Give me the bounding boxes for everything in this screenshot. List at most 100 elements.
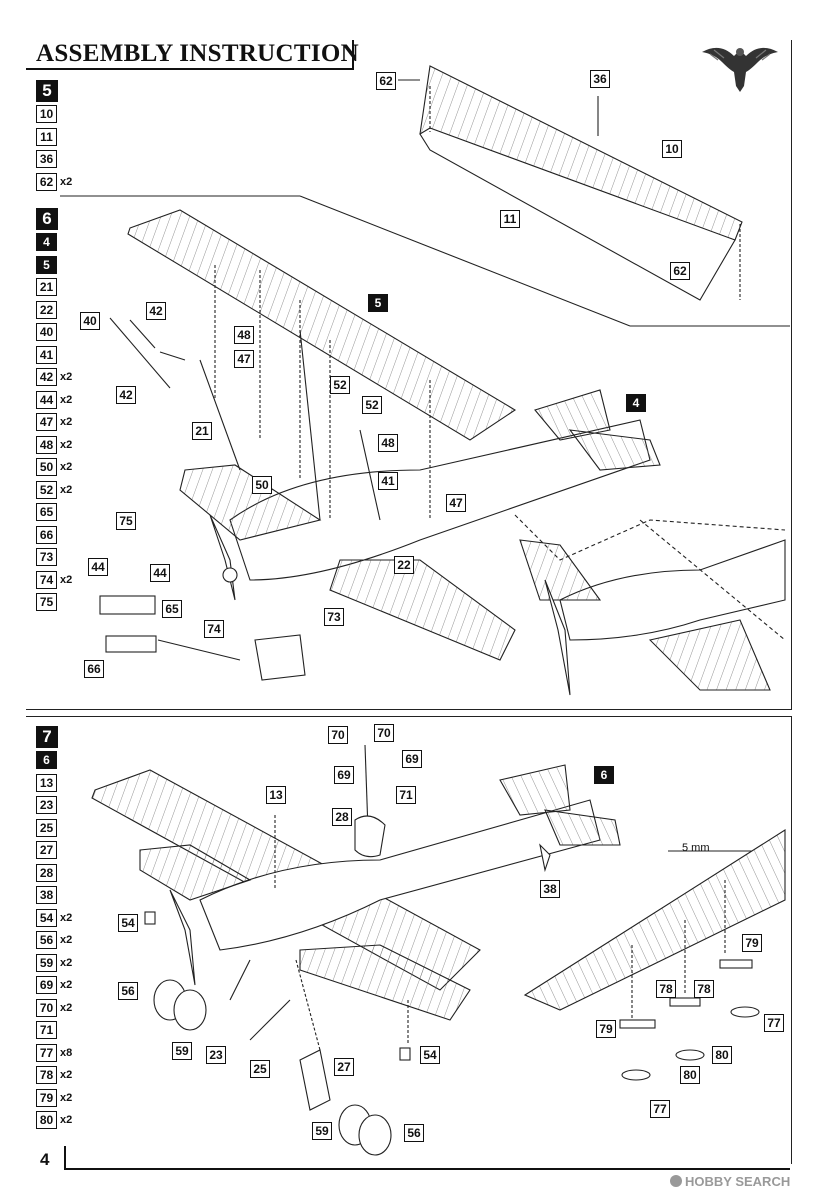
callout-62: 62 [376, 72, 396, 90]
part-number-box: 25 [36, 818, 57, 837]
callout-36: 36 [590, 70, 610, 88]
callout-69: 69 [402, 750, 422, 768]
part-row: 4 [36, 231, 72, 254]
part-number-box: 73 [36, 548, 57, 567]
part-row: 27 [36, 839, 72, 862]
step-7-badge: 7 [36, 726, 58, 748]
part-row: 22 [36, 299, 72, 322]
part-number-box: 56 [36, 931, 57, 950]
callout-42: 42 [146, 302, 166, 320]
part-quantity: x8 [60, 1046, 73, 1059]
part-number-box: 40 [36, 323, 57, 342]
page-title: ASSEMBLY INSTRUCTION [36, 40, 359, 67]
watermark-text: HOBBY SEARCH [685, 1174, 791, 1189]
callout-25: 25 [250, 1060, 270, 1078]
part-quantity: x2 [60, 1001, 73, 1014]
callout-56b: 56 [404, 1124, 424, 1142]
callout-54: 54 [118, 914, 138, 932]
callout-54b: 54 [420, 1046, 440, 1064]
step-5-6-frame [26, 40, 792, 710]
callout-80b: 80 [680, 1066, 700, 1084]
callout-23: 23 [206, 1046, 226, 1064]
callout-70b: 70 [374, 724, 394, 742]
part-quantity: x2 [60, 483, 73, 496]
callout-ref-6: 6 [594, 766, 614, 784]
part-row: 40 [36, 321, 72, 344]
part-quantity: x2 [60, 393, 73, 406]
part-number-box: 41 [36, 345, 57, 364]
watermark: HOBBY SEARCH [670, 1174, 790, 1189]
part-number-box: 59 [36, 953, 57, 972]
callout-44b: 44 [150, 564, 170, 582]
callout-74: 74 [204, 620, 224, 638]
part-number-box: 50 [36, 458, 57, 477]
part-row: 41 [36, 344, 72, 367]
callout-22: 22 [394, 556, 414, 574]
part-row: 28 [36, 862, 72, 885]
callout-52: 52 [330, 376, 350, 394]
callout-28: 28 [332, 808, 352, 826]
part-number-box: 65 [36, 503, 57, 522]
part-number-box: 6 [36, 751, 57, 770]
callout-79b: 79 [596, 1020, 616, 1038]
page-number-divider [64, 1146, 66, 1170]
part-row: 23 [36, 794, 72, 817]
watermark-logo-icon [670, 1175, 682, 1187]
part-quantity: x2 [60, 911, 73, 924]
part-number-box: 70 [36, 998, 57, 1017]
measure-note: 5 mm [682, 842, 710, 854]
callout-62b: 62 [670, 262, 690, 280]
part-row: 21 [36, 276, 72, 299]
part-number-box: 79 [36, 1088, 57, 1107]
part-row: 13 [36, 772, 72, 795]
callout-71: 71 [396, 786, 416, 804]
part-number-box: 11 [36, 127, 57, 146]
part-number-box: 13 [36, 773, 57, 792]
part-number-box: 74 [36, 570, 57, 589]
callout-80: 80 [712, 1046, 732, 1064]
part-row: 65 [36, 501, 72, 524]
callout-79: 79 [742, 934, 762, 952]
part-number-box: 52 [36, 480, 57, 499]
callout-52b: 52 [362, 396, 382, 414]
part-row: 25 [36, 817, 72, 840]
part-row: 10 [36, 103, 72, 126]
upper-wing-bottom [419, 127, 736, 301]
part-quantity: x2 [60, 1091, 73, 1104]
part-number-box: 77 [36, 1043, 57, 1062]
part-row: 38 [36, 884, 72, 907]
callout-47: 47 [234, 350, 254, 368]
step-5-badge: 5 [36, 80, 58, 102]
part-number-box: 71 [36, 1021, 57, 1040]
part-number-box: 54 [36, 908, 57, 927]
callout-48: 48 [234, 326, 254, 344]
callout-73: 73 [324, 608, 344, 626]
part-number-box: 22 [36, 300, 57, 319]
part-quantity: x2 [60, 956, 73, 969]
part-number-box: 42 [36, 368, 57, 387]
callout-59b: 59 [312, 1122, 332, 1140]
part-row: 66 [36, 524, 72, 547]
title-underline [26, 68, 354, 70]
part-row: 11 [36, 126, 72, 149]
part-number-box: 5 [36, 255, 57, 274]
part-quantity: x2 [60, 1114, 73, 1127]
callout-56: 56 [118, 982, 138, 1000]
callout-ref-5: 5 [368, 294, 388, 312]
part-number-box: 78 [36, 1066, 57, 1085]
part-number-box: 36 [36, 150, 57, 169]
callout-47b: 47 [446, 494, 466, 512]
part-number-box: 75 [36, 593, 57, 612]
part-quantity: x2 [60, 438, 73, 451]
